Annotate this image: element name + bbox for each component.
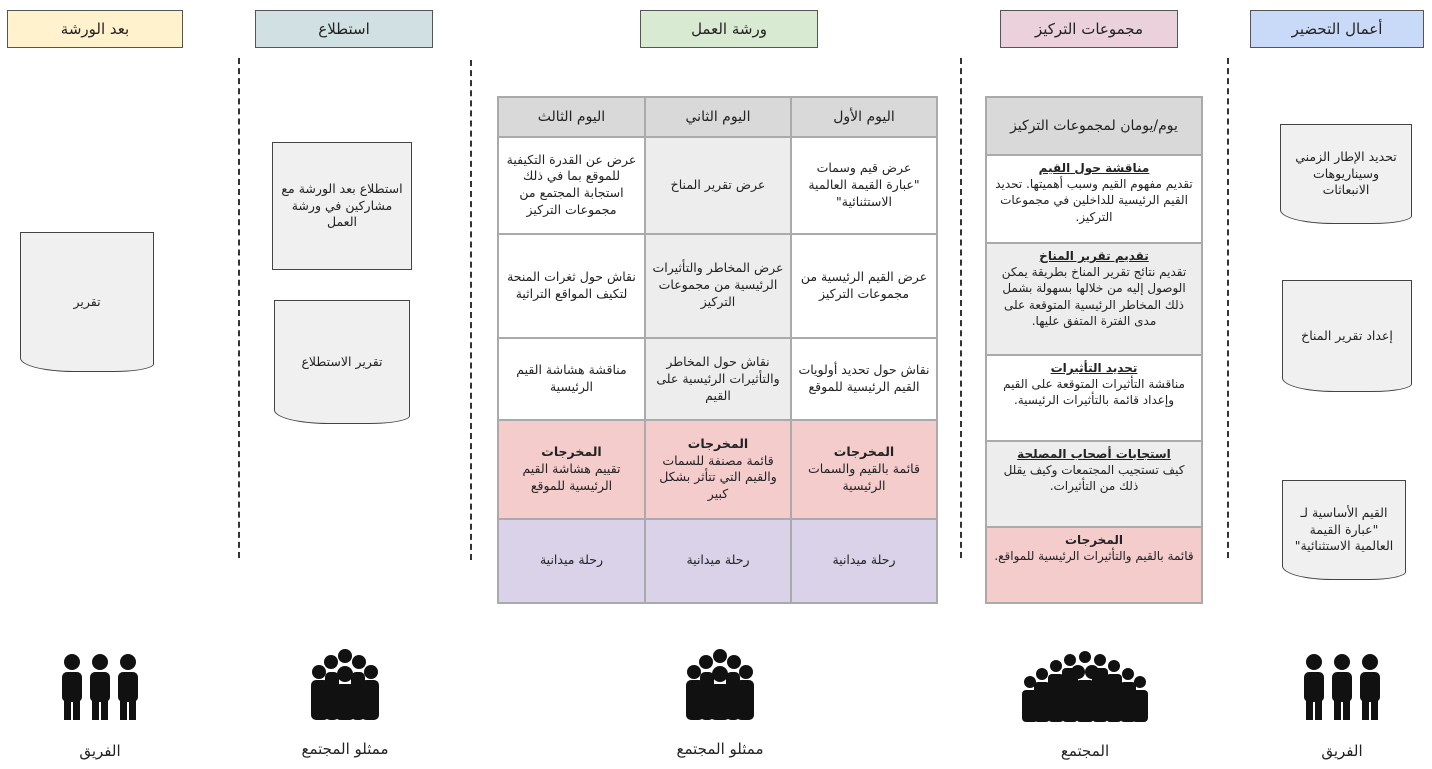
phase-divider bbox=[1227, 58, 1229, 558]
workshop-output-text: قائمة مصنفة للسمات والقيم التي تتأثر بشك… bbox=[659, 452, 777, 502]
workshop-output-title: المخرجات bbox=[833, 444, 895, 460]
workshop-output-title: المخرجات bbox=[687, 435, 749, 451]
phase-divider bbox=[960, 58, 962, 558]
focus-section-text: تقديم مفهوم القيم وسبب أهميتها. تحديد ال… bbox=[995, 177, 1193, 224]
focus-section-title: تقديم تقرير المناخ bbox=[1039, 249, 1149, 263]
workshop-cell: نقاش حول ثغرات المنحة لتكيف المواقع التر… bbox=[497, 232, 646, 339]
participant-team-prep: الفريق bbox=[1282, 650, 1402, 760]
workshop-cell: نقاش حول تحديد أولويات القيم الرئيسية لل… bbox=[790, 336, 938, 422]
phase-focus-groups: مجموعات التركيز bbox=[1000, 10, 1178, 48]
workshop-cell: عرض عن القدرة التكيفية للموقع بما في ذلك… bbox=[497, 136, 646, 235]
workshop-output-cell: المخرجات قائمة بالقيم والسمات الرئيسية bbox=[790, 419, 938, 520]
workshop-cell: عرض تقرير المناخ bbox=[644, 136, 792, 235]
workshop-cell: مناقشة هشاشة القيم الرئيسية bbox=[497, 336, 646, 422]
workshop-output-title: المخرجات bbox=[541, 444, 602, 460]
workshop-output-text: تقييم هشاشة القيم الرئيسية للموقع bbox=[522, 461, 621, 493]
field-trip-cell: رحلة ميدانية bbox=[497, 517, 646, 605]
workshop-table: اليوم الأول اليوم الثاني اليوم الثالث عر… bbox=[497, 95, 938, 605]
field-trip-cell: رحلة ميدانية bbox=[790, 517, 938, 605]
workshop-output-cell: المخرجات تقييم هشاشة القيم الرئيسية للمو… bbox=[497, 419, 646, 520]
phase-survey: استطلاع bbox=[255, 10, 433, 48]
focus-section: تقديم تقرير المناخ تقديم نتائج تقرير الم… bbox=[987, 244, 1201, 356]
workshop-output-cell: المخرجات قائمة مصنفة للسمات والقيم التي … bbox=[644, 419, 792, 520]
workshop-cell: عرض القيم الرئيسية من مجموعات التركيز bbox=[790, 232, 938, 339]
workshop-day-header: اليوم الثاني bbox=[644, 95, 792, 139]
focus-section-text: كيف تستجيب المجتمعات وكيف يقلل ذلك من ال… bbox=[1003, 463, 1185, 494]
phase-divider bbox=[470, 60, 472, 560]
team-people-icon bbox=[62, 654, 138, 720]
workshop-output-text: قائمة بالقيم والسمات الرئيسية bbox=[808, 461, 920, 493]
phase-workshop: ورشة العمل bbox=[640, 10, 818, 48]
participant-label: ممثلو المجتمع bbox=[301, 740, 389, 758]
doc-timeframe-scenarios: تحديد الإطار الزمني وسيناريوهات الانبعاث… bbox=[1280, 124, 1412, 224]
doc-report: تقرير bbox=[20, 232, 154, 372]
focus-groups-header: يوم/يومان لمجموعات التركيز bbox=[987, 98, 1201, 156]
group-people-icon bbox=[311, 649, 379, 720]
doc-post-workshop-survey: استطلاع بعد الورشة مع مشاركين في ورشة ال… bbox=[272, 142, 412, 270]
workshop-day-header: اليوم الأول bbox=[790, 95, 938, 139]
workshop-cell: عرض المخاطر والتأثيرات الرئيسية من مجموع… bbox=[644, 232, 792, 339]
doc-core-values: القيم الأساسية لـ "عبارة القيمة العالمية… bbox=[1282, 480, 1406, 580]
doc-survey-report: تقرير الاستطلاع bbox=[274, 300, 410, 424]
participant-community-reps-workshop: ممثلو المجتمع bbox=[655, 648, 785, 758]
phase-preparation: أعمال التحضير bbox=[1250, 10, 1424, 48]
focus-groups-box: يوم/يومان لمجموعات التركيز مناقشة حول ال… bbox=[985, 96, 1203, 604]
focus-section-title: استجابات أصحاب المصلحة bbox=[1017, 447, 1171, 461]
participant-label: الفريق bbox=[79, 742, 121, 760]
participant-team-post: الفريق bbox=[40, 650, 160, 760]
phase-divider bbox=[238, 58, 240, 558]
workshop-cell: عرض قيم وسمات "عبارة القيمة العالمية الا… bbox=[790, 136, 938, 235]
participant-label: الفريق bbox=[1321, 742, 1363, 760]
participant-community-focus: المجتمع bbox=[1015, 650, 1155, 760]
participant-label: المجتمع bbox=[1060, 742, 1110, 760]
workshop-day-header: اليوم الثالث bbox=[497, 95, 646, 139]
focus-section-title: مناقشة حول القيم bbox=[1038, 161, 1150, 175]
team-people-icon bbox=[1304, 654, 1380, 720]
focus-outputs-title: المخرجات bbox=[1065, 533, 1123, 547]
participant-label: ممثلو المجتمع bbox=[676, 740, 764, 758]
focus-section: تحديد التأثيرات مناقشة التأثيرات المتوقع… bbox=[987, 356, 1201, 442]
focus-outputs-text: قائمة بالقيم والتأثيرات الرئيسية للمواقع… bbox=[994, 549, 1194, 564]
focus-outputs: المخرجات قائمة بالقيم والتأثيرات الرئيسي… bbox=[987, 528, 1201, 602]
phase-post-workshop: بعد الورشة bbox=[7, 10, 183, 48]
field-trip-cell: رحلة ميدانية bbox=[644, 517, 792, 605]
doc-climate-report: إعداد تقرير المناخ bbox=[1282, 280, 1412, 392]
group-people-icon bbox=[686, 649, 754, 720]
focus-section: مناقشة حول القيم تقديم مفهوم القيم وسبب … bbox=[987, 156, 1201, 244]
crowd-people-icon bbox=[1022, 651, 1148, 722]
focus-section-title: تحديد التأثيرات bbox=[1050, 361, 1138, 375]
workshop-cell: نقاش حول المخاطر والتأثيرات الرئيسية على… bbox=[644, 336, 792, 422]
focus-section-text: تقديم نتائج تقرير المناخ بطريقة يمكن الو… bbox=[1001, 265, 1187, 328]
participant-community-reps-survey: ممثلو المجتمع bbox=[280, 648, 410, 758]
focus-section: استجابات أصحاب المصلحة كيف تستجيب المجتم… bbox=[987, 442, 1201, 528]
focus-section-text: مناقشة التأثيرات المتوقعة على القيم وإعد… bbox=[1003, 377, 1185, 408]
